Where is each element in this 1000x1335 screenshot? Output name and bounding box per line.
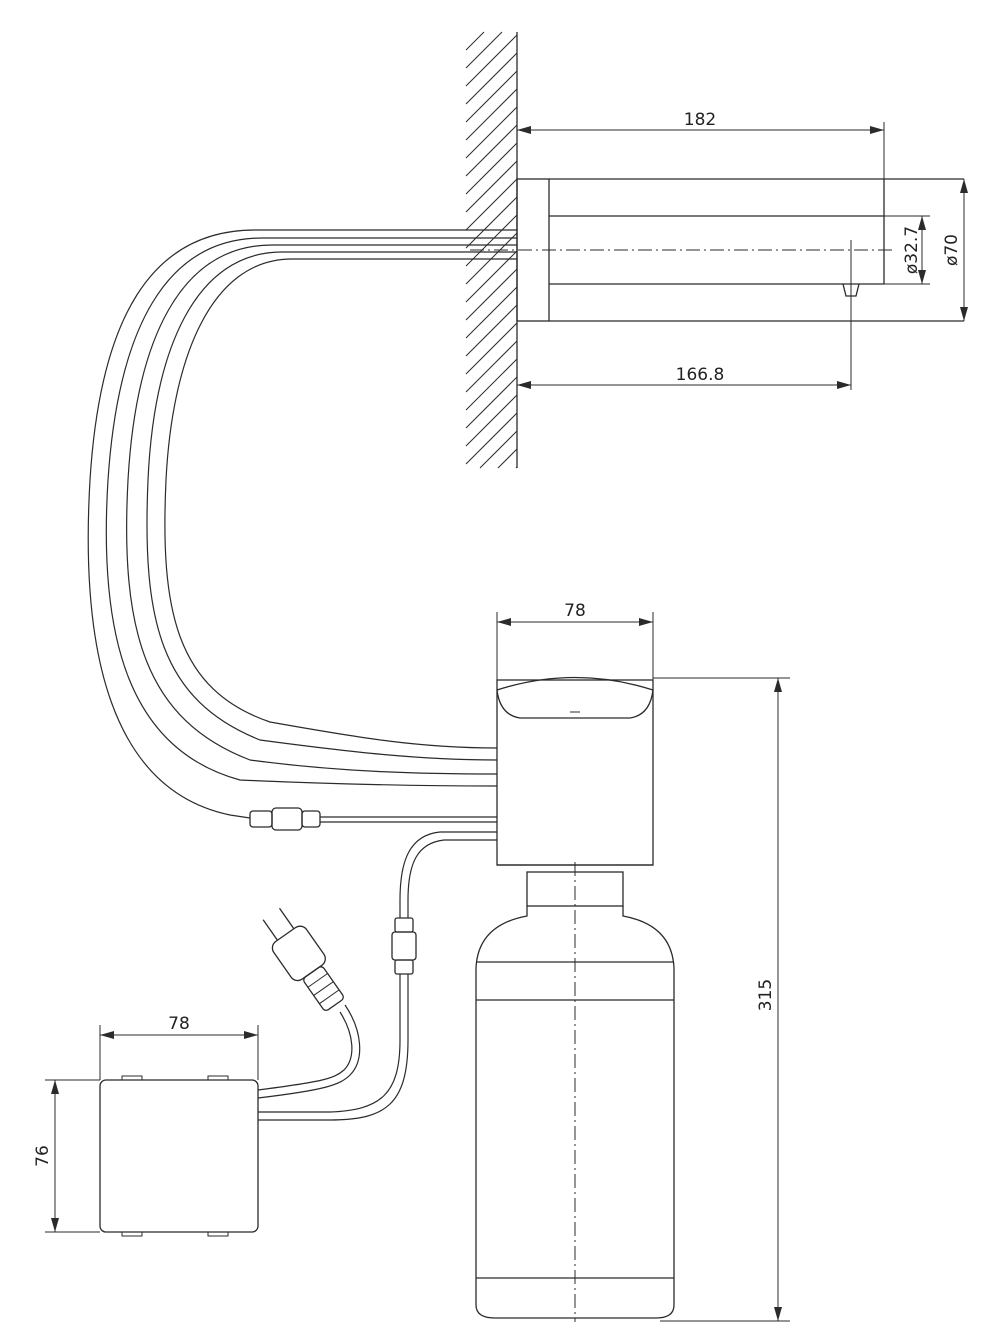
plug-cord-a bbox=[257, 1004, 361, 1099]
wall-hatch-line bbox=[465, 214, 518, 267]
dim-label-transformer-height: 76 bbox=[33, 1145, 53, 1167]
dim-label-outer-diameter: ø70 bbox=[942, 234, 962, 266]
pump-lid-curve-bottom bbox=[496, 689, 654, 719]
wall-hatch-line bbox=[515, 466, 518, 469]
wall-hatch-line bbox=[465, 178, 518, 231]
wall-hatch-line bbox=[497, 448, 518, 469]
cable-connector-left bbox=[249, 810, 273, 828]
inline-connector-bottom bbox=[394, 959, 414, 975]
power-cable-upper-b bbox=[407, 839, 497, 918]
wall-hatch-line bbox=[465, 106, 518, 159]
wall-hatch-line bbox=[465, 31, 485, 51]
wall-hatch-line bbox=[465, 322, 518, 375]
dimension-transformer-height: 76 bbox=[33, 1079, 100, 1233]
spout bbox=[470, 178, 964, 390]
plug-pin-left bbox=[262, 919, 279, 941]
wall-hatching bbox=[465, 31, 518, 469]
transformer-foot-br bbox=[207, 1231, 229, 1237]
wall-hatch-line bbox=[465, 34, 518, 87]
wall-hatch-line bbox=[465, 376, 518, 429]
wall-hatch-line bbox=[465, 412, 518, 465]
dim-label-spout-reach: 166.8 bbox=[676, 365, 725, 385]
transformer-body bbox=[99, 1079, 259, 1233]
wall-hatch-line bbox=[465, 268, 518, 321]
cable-connector-mid bbox=[271, 807, 303, 831]
dimension-transformer-width: 78 bbox=[99, 1014, 259, 1080]
wall-hatch-line bbox=[465, 88, 518, 141]
power-cable-lower-a bbox=[258, 974, 401, 1113]
wall-hatch-line bbox=[465, 52, 518, 105]
pump-housing bbox=[496, 679, 654, 866]
wall-hatch-line bbox=[465, 358, 518, 411]
power-cable-upper-a bbox=[399, 831, 497, 918]
dimension-pump-width: 78 bbox=[496, 601, 654, 680]
wall-hatch-line bbox=[465, 31, 503, 69]
pump-lid-curve-top bbox=[496, 676, 654, 691]
wall-hatch-line bbox=[465, 124, 518, 177]
wall-hatch-line bbox=[479, 430, 518, 469]
inline-connector-top bbox=[394, 917, 414, 933]
plug-body bbox=[271, 925, 326, 982]
power-plug bbox=[257, 907, 361, 1099]
plug-cord-b bbox=[257, 1011, 353, 1091]
soap-bottle bbox=[475, 862, 675, 1322]
wall-hatch-line bbox=[465, 340, 518, 393]
wall-hatch-line bbox=[465, 286, 518, 339]
dimension-total-height: 315 bbox=[653, 677, 790, 1322]
inline-connector-mid bbox=[391, 931, 417, 961]
dimension-spout-reach: 166.8 bbox=[517, 365, 851, 389]
sensor-cables bbox=[87, 229, 517, 831]
dimension-outer-diameter: ø70 bbox=[942, 179, 968, 321]
cable-1 bbox=[87, 229, 517, 819]
dimension-spout-length: 182 bbox=[517, 110, 885, 179]
power-cable-lower-b bbox=[258, 974, 409, 1121]
cable-2 bbox=[105, 237, 517, 787]
wall bbox=[465, 31, 518, 469]
wall-hatch-line bbox=[465, 70, 518, 123]
dim-label-spout-length: 182 bbox=[684, 110, 716, 130]
wall-hatch-line bbox=[465, 196, 518, 249]
wall-hatch-line bbox=[465, 142, 518, 195]
power-cable bbox=[258, 831, 497, 1121]
wall-hatch-line bbox=[465, 160, 518, 213]
dimension-inner-diameter: ø32.7 bbox=[884, 215, 930, 285]
dim-label-pump-width: 78 bbox=[564, 601, 586, 621]
cable-connector-right bbox=[301, 810, 321, 828]
cable-4 bbox=[146, 251, 517, 761]
cable-5 bbox=[164, 258, 517, 749]
transformer-foot-tl bbox=[121, 1075, 143, 1081]
wall-hatch-line bbox=[465, 304, 518, 357]
dim-label-inner-diameter: ø32.7 bbox=[902, 226, 922, 274]
transformer-box bbox=[99, 1075, 259, 1237]
plug-pin-right bbox=[278, 907, 295, 930]
dim-label-transformer-width: 78 bbox=[168, 1014, 190, 1034]
transformer-foot-tr bbox=[207, 1075, 229, 1081]
dim-label-total-height: 315 bbox=[756, 979, 776, 1011]
cable-3 bbox=[126, 244, 517, 775]
wall-hatch-line bbox=[465, 394, 518, 447]
transformer-foot-bl bbox=[121, 1231, 143, 1237]
